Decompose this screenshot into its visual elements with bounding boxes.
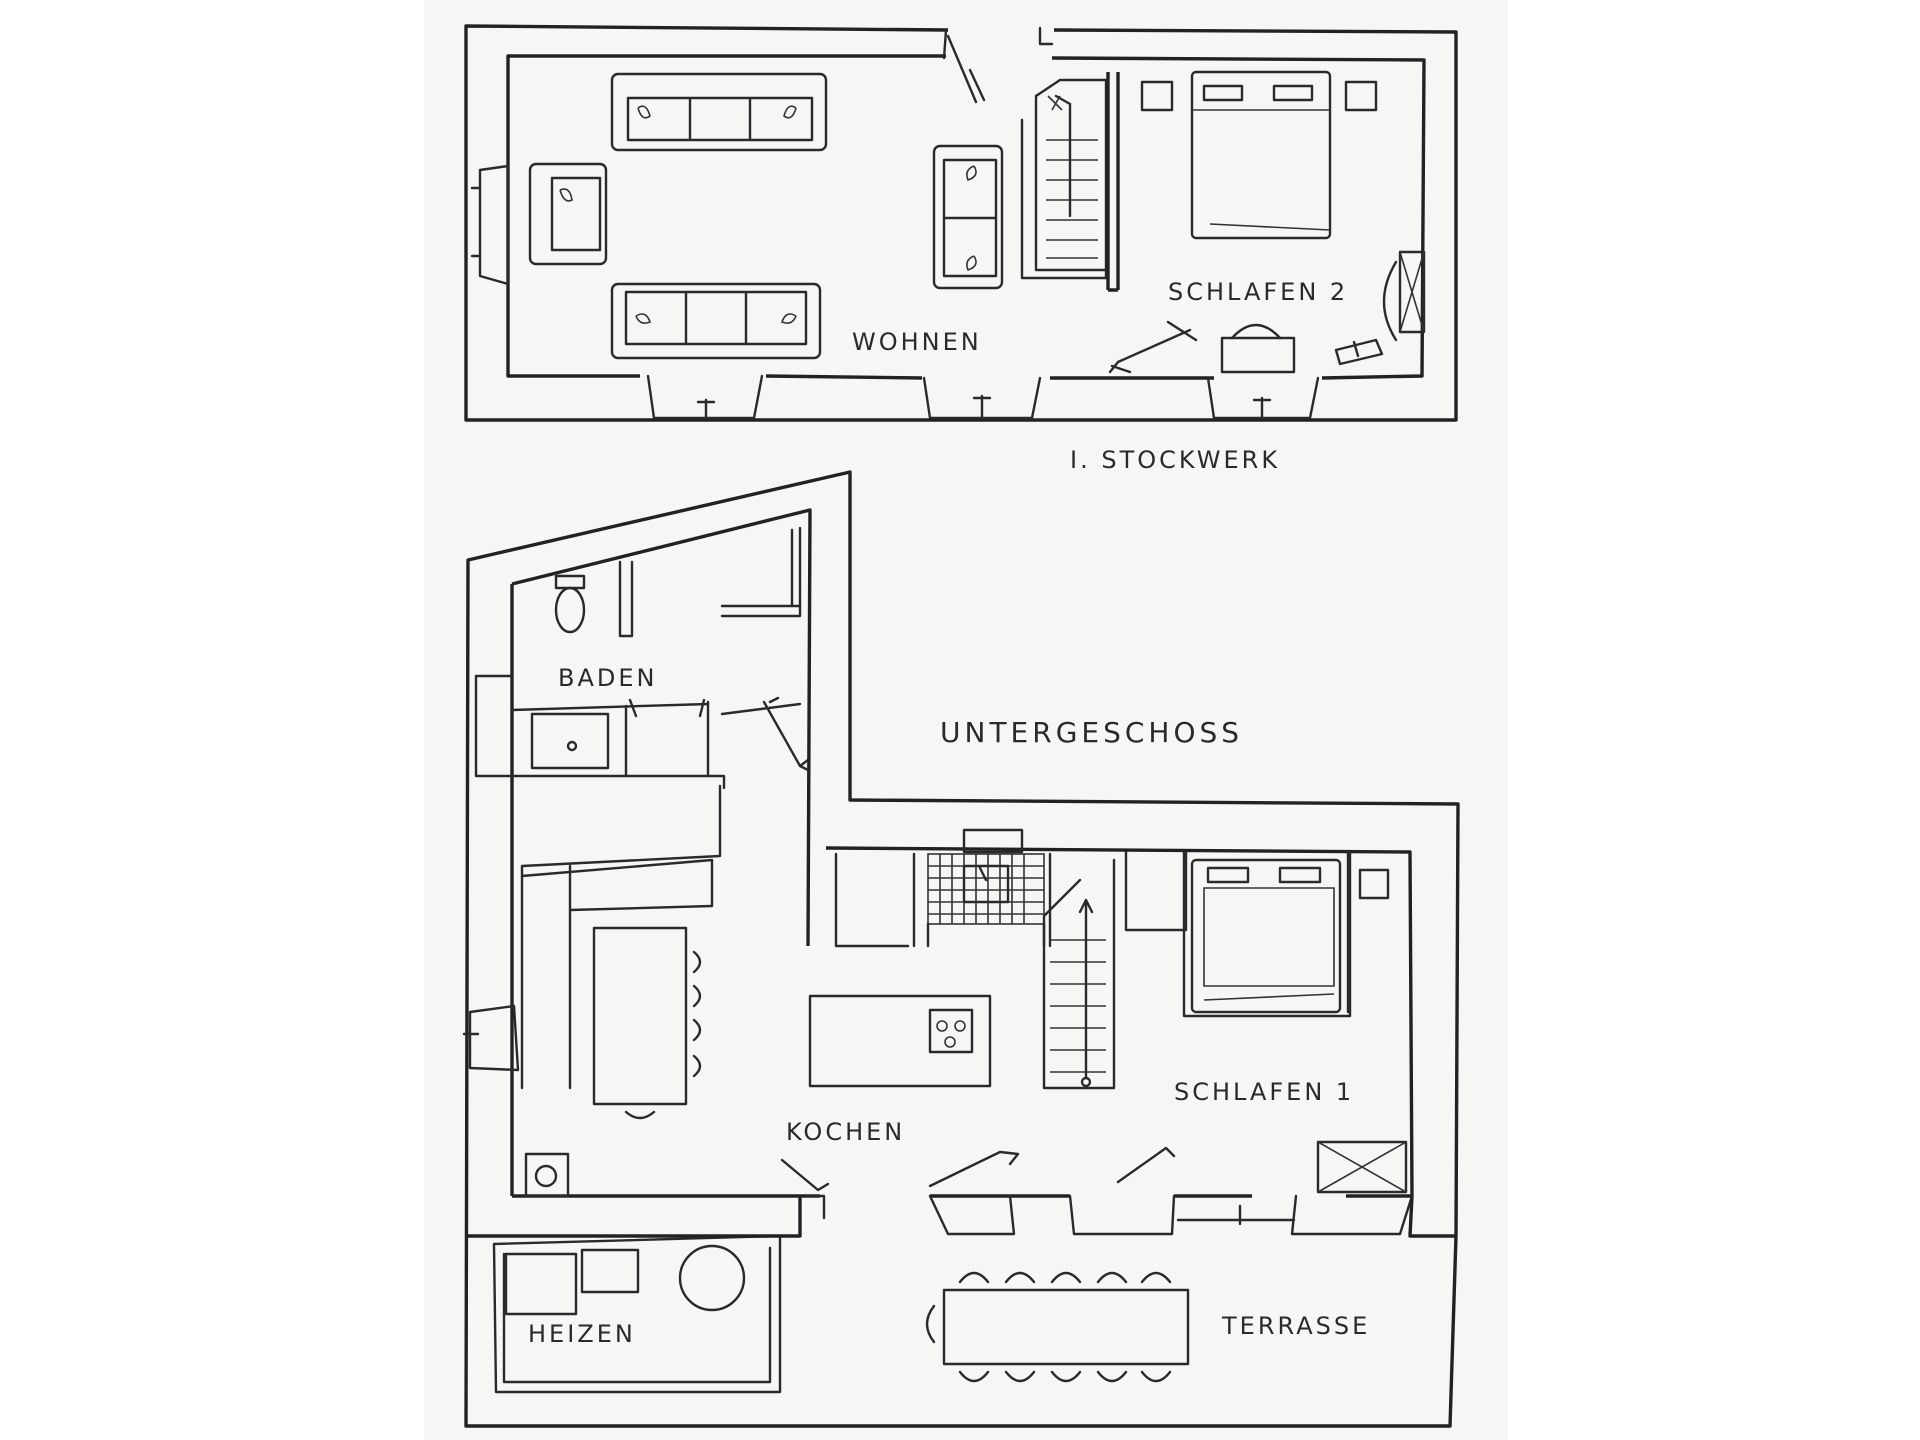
fireplace-upper (470, 164, 510, 286)
floor-title-upper: I. STOCKWERK (1070, 446, 1280, 474)
upper-entrance-door (946, 34, 986, 104)
wardrobe-upper (1382, 250, 1426, 342)
terrace-table (925, 1271, 1190, 1383)
upper-partition (1106, 72, 1120, 292)
sofa-right (932, 144, 1004, 290)
lower-outer-wall (464, 470, 1460, 1428)
room-label-baden: BADEN (558, 664, 657, 692)
lower-inner-wall (510, 508, 1414, 1198)
upper-windows (646, 374, 1320, 420)
lamp-upper (1334, 338, 1384, 366)
room-label-terrasse: TERRASSE (1221, 1312, 1370, 1340)
desk-upper (1220, 323, 1296, 374)
heating-room (492, 1234, 782, 1394)
armchair-left (528, 162, 608, 266)
bed-upper (1190, 70, 1332, 240)
terrace-doors (780, 1146, 1414, 1236)
room-label-schlafen2: SCHLAFEN 2 (1168, 278, 1348, 306)
cooktop-icon (928, 1008, 974, 1054)
washing-machine (524, 1152, 570, 1198)
upper-window-door (1108, 320, 1198, 374)
staircase-upper (1020, 78, 1108, 280)
wardrobe-lower (1316, 1140, 1408, 1194)
upper-floor-plan (464, 24, 1458, 422)
nightstand-lower (1358, 868, 1390, 900)
lower-floor-plan (462, 470, 1460, 1428)
room-label-wohnen: WOHNEN (852, 328, 982, 356)
room-label-kochen: KOCHEN (786, 1118, 905, 1146)
dining-table-inside (592, 926, 702, 1120)
nightstand-right-upper (1344, 80, 1378, 112)
bed-lower (1190, 858, 1342, 1014)
heating-tank (580, 1248, 640, 1294)
nightstand-left-upper (1140, 80, 1174, 112)
upper-outer-wall (464, 24, 1458, 422)
fireplace-lower (462, 1004, 520, 1072)
kitchen-island (808, 994, 992, 1088)
bathroom-sink (530, 712, 610, 770)
floor-title-lower: UNTERGESCHOSS (940, 716, 1243, 749)
kitchen-counter-left (520, 858, 714, 912)
room-label-heizen: HEIZEN (528, 1320, 636, 1348)
sketch-paper (424, 0, 1508, 1440)
room-label-schlafen1: SCHLAFEN 1 (1174, 1078, 1354, 1106)
bathroom (474, 526, 810, 1090)
toilet-icon (554, 586, 586, 634)
staircase-lower (1042, 858, 1116, 1090)
kitchen-sink (962, 864, 1010, 904)
sofa-bottom (610, 282, 822, 360)
sofa-top (610, 72, 828, 152)
bathroom-door (762, 696, 810, 772)
heating-boiler-round (678, 1244, 746, 1312)
kitchen-counter-top (834, 828, 1052, 948)
boiler-unit (504, 1252, 578, 1316)
